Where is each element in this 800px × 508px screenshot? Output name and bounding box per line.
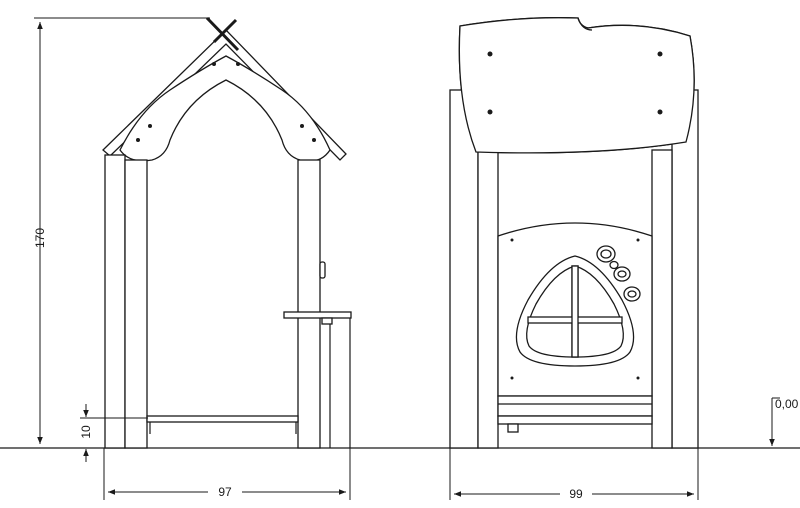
side-left-post-inner	[124, 159, 148, 449]
dimension-height-base-label: 10	[79, 425, 93, 439]
front-view	[449, 17, 699, 449]
dimension-height-total: 170	[33, 17, 210, 444]
level-marker: 0,00	[769, 397, 799, 446]
side-left-post	[104, 154, 126, 449]
side-arch-panel	[119, 55, 331, 162]
dimension-width-side: 97	[103, 448, 351, 500]
side-right-post	[297, 159, 321, 449]
dimension-width-side-label: 97	[218, 485, 232, 499]
front-base-board	[497, 395, 653, 417]
dimension-height-total-label: 170	[33, 228, 47, 248]
dimension-width-front-label: 99	[569, 487, 583, 501]
dimension-height-base: 10	[79, 404, 148, 462]
dimension-width-front: 99	[449, 448, 699, 501]
side-base-board	[146, 415, 299, 423]
level-marker-label: 0,00	[775, 397, 799, 411]
front-right-post-inner	[651, 149, 673, 449]
front-left-post-inner	[477, 149, 499, 449]
side-bench	[283, 311, 352, 319]
side-view	[102, 16, 352, 449]
